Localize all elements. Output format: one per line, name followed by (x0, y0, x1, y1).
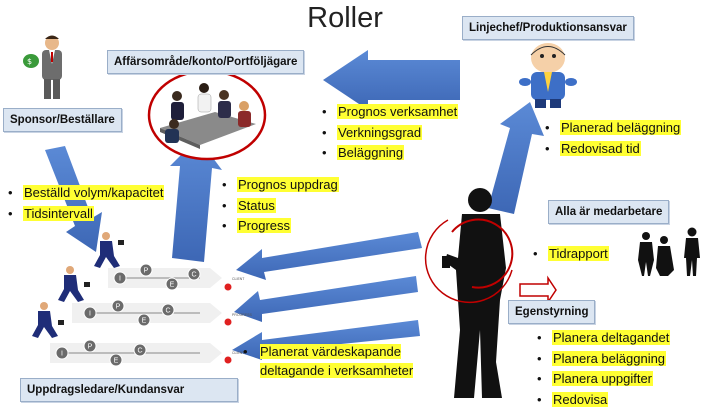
process-node-label: E (114, 358, 119, 365)
process-node: P (83, 339, 97, 353)
list-item: •Planerat värdeskapande (243, 344, 401, 359)
arrow-process-to-affarsomrade (170, 138, 222, 262)
list-medarbetare: Tidrapport (531, 244, 609, 265)
role-sponsor: Sponsor/Beställare (3, 108, 122, 132)
list-item: Beläggning (320, 143, 458, 164)
svg-text:$: $ (27, 57, 32, 66)
list-sponsor: Beställd volym/kapacitet Tidsintervall (6, 183, 165, 225)
list-linjechef: Planerad beläggning Redovisad tid (543, 118, 682, 160)
process-flow: CLIENT PROGRESS CLIENT (50, 268, 253, 364)
process-node: C (187, 267, 201, 281)
svg-text:CLIENT: CLIENT (232, 351, 245, 355)
list-item: Beställd volym/kapacitet (6, 183, 165, 204)
meeting-illustration (147, 69, 267, 161)
process-node: P (139, 263, 153, 277)
process-node: I (83, 306, 97, 320)
process-node: I (55, 346, 69, 360)
process-node-label: C (165, 308, 170, 315)
process-node-label: C (191, 272, 196, 279)
process-node: C (133, 343, 147, 357)
list-affarsomrade: Prognos verksamhet Verkningsgrad Beläggn… (320, 102, 459, 164)
process-figures (32, 232, 124, 338)
role-linjechef: Linjechef/Produktionsansvar (462, 16, 634, 40)
arrow-linjechef-to-affarsomrade (323, 50, 460, 110)
medarbetare-silhouettes (638, 227, 700, 276)
process-node-label: I (119, 276, 121, 283)
arrow-person-to-linjechef (488, 102, 544, 214)
svg-text:PROGRESS: PROGRESS (232, 313, 253, 317)
process-node-label: E (170, 282, 175, 289)
list-egenstyrning: Planera deltagandet Planera beläggning P… (535, 328, 671, 410)
sponsor-figure: $ (23, 35, 62, 99)
list-item-continuation: deltagande i verksamheter (260, 363, 414, 378)
process-node: E (109, 353, 123, 367)
process-node-label: C (137, 348, 142, 355)
list-item: Progress (220, 216, 339, 237)
list-vardeskapande: •Planerat värdeskapande deltagande i ver… (243, 342, 414, 380)
role-uppdragsledare: Uppdragsledare/Kundansvar (20, 378, 239, 402)
list-item: Status (220, 196, 339, 217)
process-node-label: E (142, 318, 147, 325)
role-alla-medarbetare: Alla är medarbetare (548, 200, 670, 224)
list-item: Planera uppgifter (535, 369, 670, 390)
process-node: E (137, 313, 151, 327)
list-item: Planerad beläggning (543, 118, 682, 139)
list-uppdrag: Prognos uppdrag Status Progress (220, 175, 339, 237)
list-item: Redovisa (535, 390, 670, 410)
process-node: P (111, 299, 125, 313)
list-item: Prognos uppdrag (220, 175, 339, 196)
list-item: Tidrapport (531, 244, 609, 265)
process-node-label: I (61, 351, 63, 358)
list-item: Tidsintervall (6, 204, 164, 225)
list-item: Prognos verksamhet (320, 102, 459, 123)
process-node-label: P (144, 268, 149, 275)
page-title: Roller (307, 2, 383, 34)
linjechef-figure (519, 43, 577, 108)
person-silhouette (424, 188, 557, 398)
process-node-label: P (88, 344, 93, 351)
role-affarsomrade: Affärsområde/konto/Portföljägare (107, 50, 305, 74)
process-node-label: I (89, 311, 91, 318)
svg-text:CLIENT: CLIENT (232, 277, 245, 281)
role-egenstyrning: Egenstyrning (508, 300, 596, 324)
process-node: C (161, 303, 175, 317)
process-node-label: P (116, 304, 121, 311)
arrow-person-to-process-1 (236, 232, 422, 280)
list-item: Verkningsgrad (320, 123, 458, 144)
arrow-person-to-process-2 (234, 276, 418, 322)
process-node: E (165, 277, 179, 291)
process-node: I (113, 271, 127, 285)
list-item: Redovisad tid (543, 139, 681, 160)
list-item: Planera deltagandet (535, 328, 671, 349)
list-item: Planera beläggning (535, 349, 670, 370)
